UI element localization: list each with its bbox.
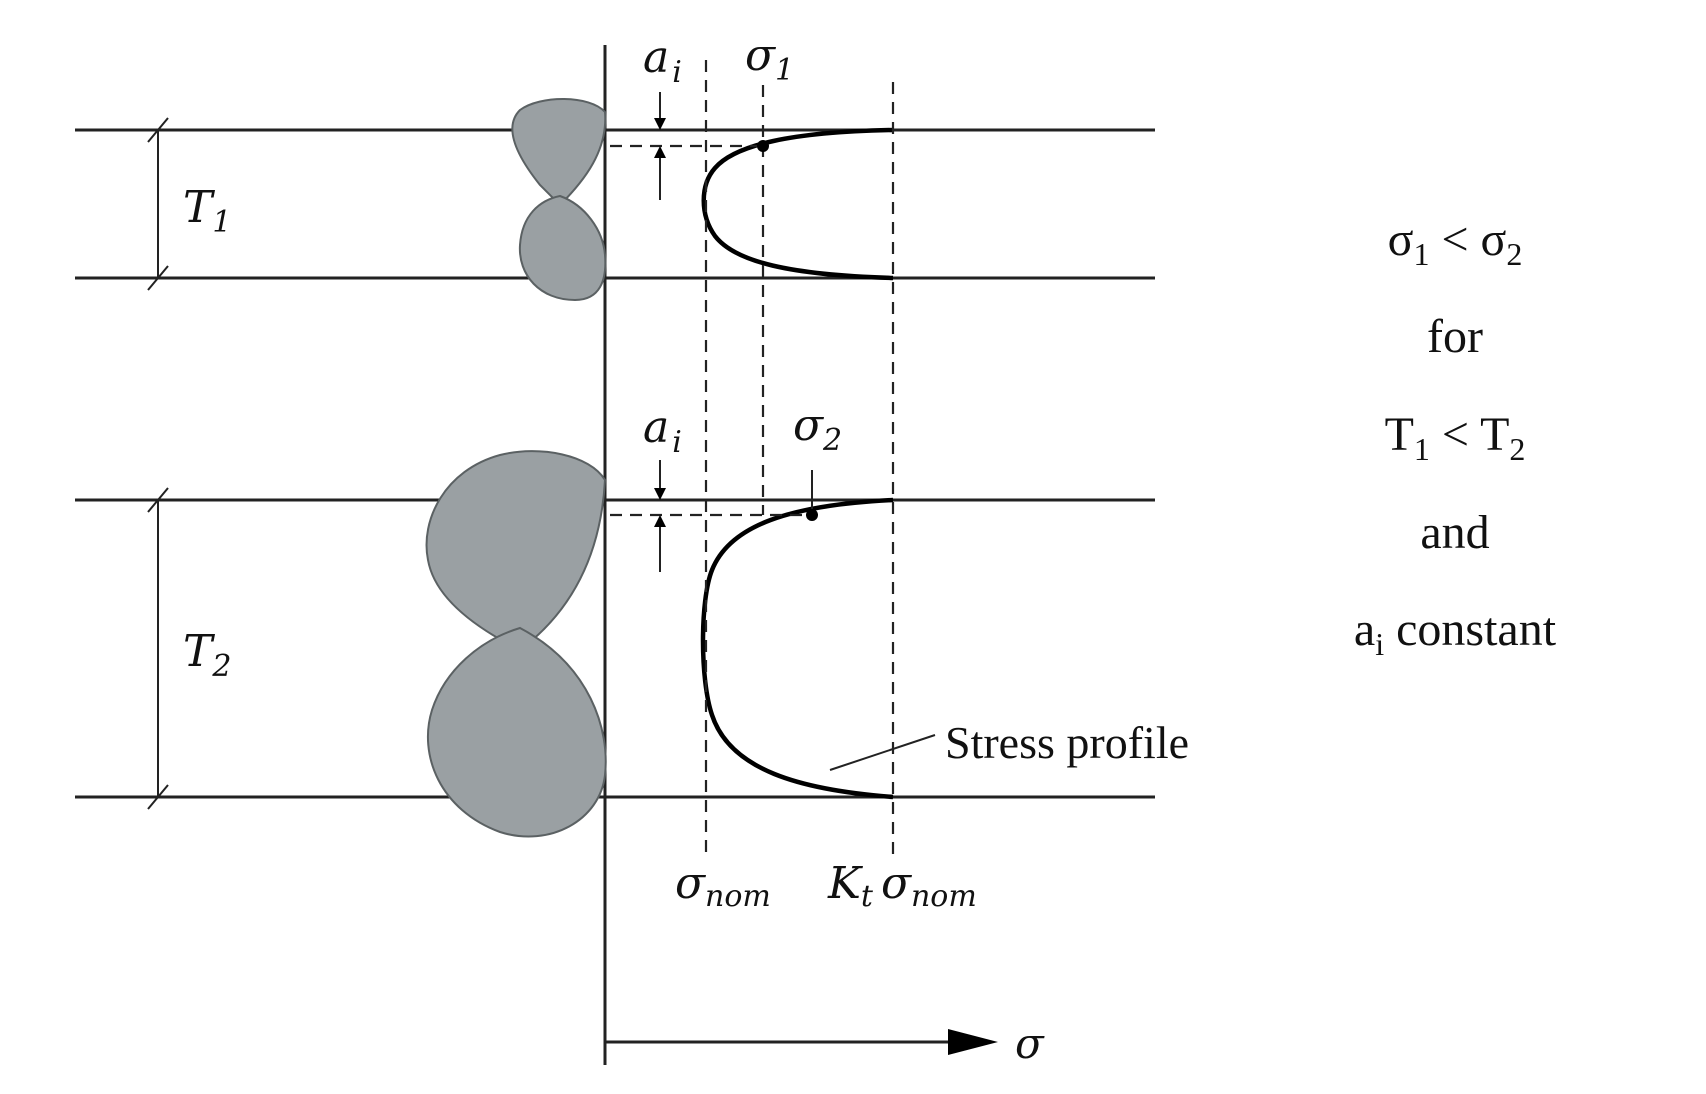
- ai-arrow-t1-lower: [654, 146, 666, 158]
- ai-arrow-t2-upper: [654, 488, 666, 500]
- stress-profile-t2: [700, 497, 894, 800]
- sigma2-label: σ2: [793, 400, 842, 458]
- condition-for: for: [1427, 310, 1483, 363]
- ai-arrow-t1-upper: [654, 118, 666, 130]
- sigma2-point: [806, 509, 818, 521]
- sigma-nom-label: σnom: [675, 858, 771, 914]
- t2-label: T2: [183, 626, 231, 684]
- condition-thickness: T1 < T2: [1385, 408, 1526, 467]
- t1-dim-tick-top: [147, 117, 169, 143]
- sigma-axis-label: σ: [1015, 1019, 1045, 1068]
- stress-profile-leader: [829, 734, 936, 771]
- t2-dim-tick-top: [147, 487, 169, 513]
- stress-profile-label: Stress profile: [945, 717, 1189, 768]
- t1-dim-tick-bottom: [147, 265, 169, 291]
- stress-profile-t1: [701, 127, 894, 281]
- condition-sigma: σ1 < σ2: [1388, 213, 1523, 272]
- condition-ai-constant: ai constant: [1354, 603, 1557, 662]
- sigma-axis-arrowhead: [948, 1029, 998, 1055]
- t1-label: T1: [183, 182, 231, 240]
- sigma1-label: σ1: [745, 30, 794, 88]
- condition-and: and: [1420, 506, 1489, 559]
- sigma1-point: [757, 140, 769, 152]
- weld-t1-lower: [518, 194, 607, 302]
- weld-t2-upper: [425, 450, 607, 652]
- t2-dim-tick-bottom: [147, 784, 169, 810]
- weld-t2-lower: [426, 626, 607, 838]
- weld-t1-upper: [511, 98, 607, 207]
- ai-arrow-t2-lower: [654, 515, 666, 527]
